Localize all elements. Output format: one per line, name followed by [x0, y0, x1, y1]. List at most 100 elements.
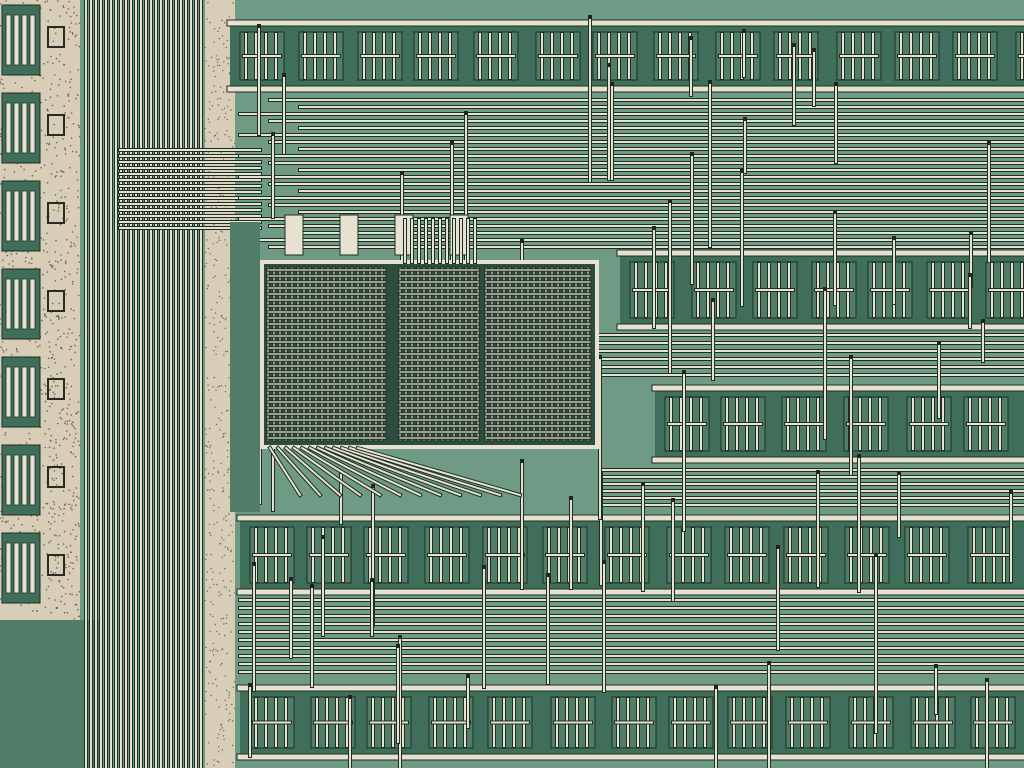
io-finger: [29, 14, 36, 66]
speckle: [30, 262, 33, 265]
speckle: [20, 604, 23, 606]
speckle: [62, 586, 65, 589]
io-finger: [5, 278, 12, 330]
speckle: [76, 94, 79, 96]
speckle: [57, 556, 59, 558]
speckle: [62, 490, 65, 492]
speckle: [42, 273, 44, 276]
speckle: [64, 149, 67, 151]
speckle: [78, 22, 81, 25]
speckle: [211, 105, 213, 107]
speckle: [56, 200, 58, 202]
speckle: [216, 58, 218, 61]
speckle: [25, 442, 28, 445]
speckle: [69, 145, 72, 147]
speckle: [8, 263, 11, 265]
speckle: [205, 346, 207, 349]
speckle: [56, 567, 58, 569]
speckle: [210, 568, 212, 570]
speckle: [208, 682, 210, 685]
speckle: [2, 266, 4, 268]
speckle: [72, 475, 74, 478]
speckle: [68, 0, 70, 3]
speckle: [57, 329, 60, 332]
wire: [356, 446, 522, 497]
speckle: [221, 314, 223, 317]
speckle: [221, 648, 223, 651]
speckle: [67, 578, 69, 581]
speckle: [55, 438, 57, 441]
speckle: [36, 515, 38, 517]
speckle: [22, 2, 25, 4]
speckle: [208, 131, 211, 133]
io-finger: [13, 190, 20, 242]
speckle: [48, 512, 50, 515]
via: [897, 471, 901, 475]
speckle: [44, 420, 46, 423]
speckle: [231, 744, 234, 747]
speckle: [49, 375, 52, 377]
speckle: [208, 427, 211, 430]
via: [690, 152, 694, 156]
speckle: [231, 531, 233, 533]
speckle: [54, 572, 57, 574]
speckle: [213, 764, 215, 766]
speckle: [206, 239, 208, 241]
speckle: [72, 445, 74, 448]
speckle: [3, 351, 5, 353]
speckle: [225, 520, 227, 522]
speckle: [63, 504, 66, 506]
speckle: [215, 55, 217, 57]
speckle: [227, 409, 229, 412]
speckle: [56, 385, 59, 387]
speckle: [50, 55, 52, 58]
speckle: [0, 212, 1, 214]
via-pad: [47, 202, 65, 224]
speckle: [227, 63, 229, 65]
speckle: [69, 15, 72, 18]
speckle: [3, 176, 5, 179]
speckle: [205, 60, 207, 62]
speckle: [10, 527, 13, 529]
speckle: [213, 504, 215, 506]
speckle: [59, 78, 61, 81]
via: [569, 496, 573, 500]
speckle: [218, 417, 220, 420]
speckle: [60, 371, 62, 374]
speckle: [48, 541, 50, 544]
speckle: [36, 0, 39, 2]
via: [271, 132, 275, 136]
wire: [324, 446, 442, 497]
speckle: [222, 433, 225, 435]
speckle: [66, 205, 68, 207]
speckle: [224, 391, 227, 393]
io-finger: [5, 102, 12, 154]
speckle: [49, 540, 52, 542]
speckle: [77, 411, 79, 413]
via: [834, 82, 838, 86]
speckle: [210, 554, 212, 556]
speckle: [225, 704, 228, 706]
speckle: [213, 85, 215, 87]
speckle: [59, 53, 61, 56]
speckle: [212, 473, 214, 476]
speckle: [28, 432, 30, 435]
speckle: [58, 506, 60, 508]
speckle: [219, 86, 222, 88]
speckle: [25, 256, 27, 259]
speckle: [209, 630, 211, 632]
speckle: [48, 142, 51, 145]
speckle: [226, 689, 228, 692]
io-finger: [13, 366, 20, 418]
speckle: [66, 420, 69, 423]
via: [671, 498, 675, 502]
speckle: [45, 588, 48, 591]
speckle: [205, 579, 208, 581]
speckle: [218, 385, 221, 387]
speckle: [40, 101, 42, 104]
speckle: [225, 617, 228, 619]
speckle: [228, 534, 230, 536]
speckle: [207, 284, 209, 286]
speckle: [62, 438, 65, 441]
speckle: [78, 334, 81, 337]
